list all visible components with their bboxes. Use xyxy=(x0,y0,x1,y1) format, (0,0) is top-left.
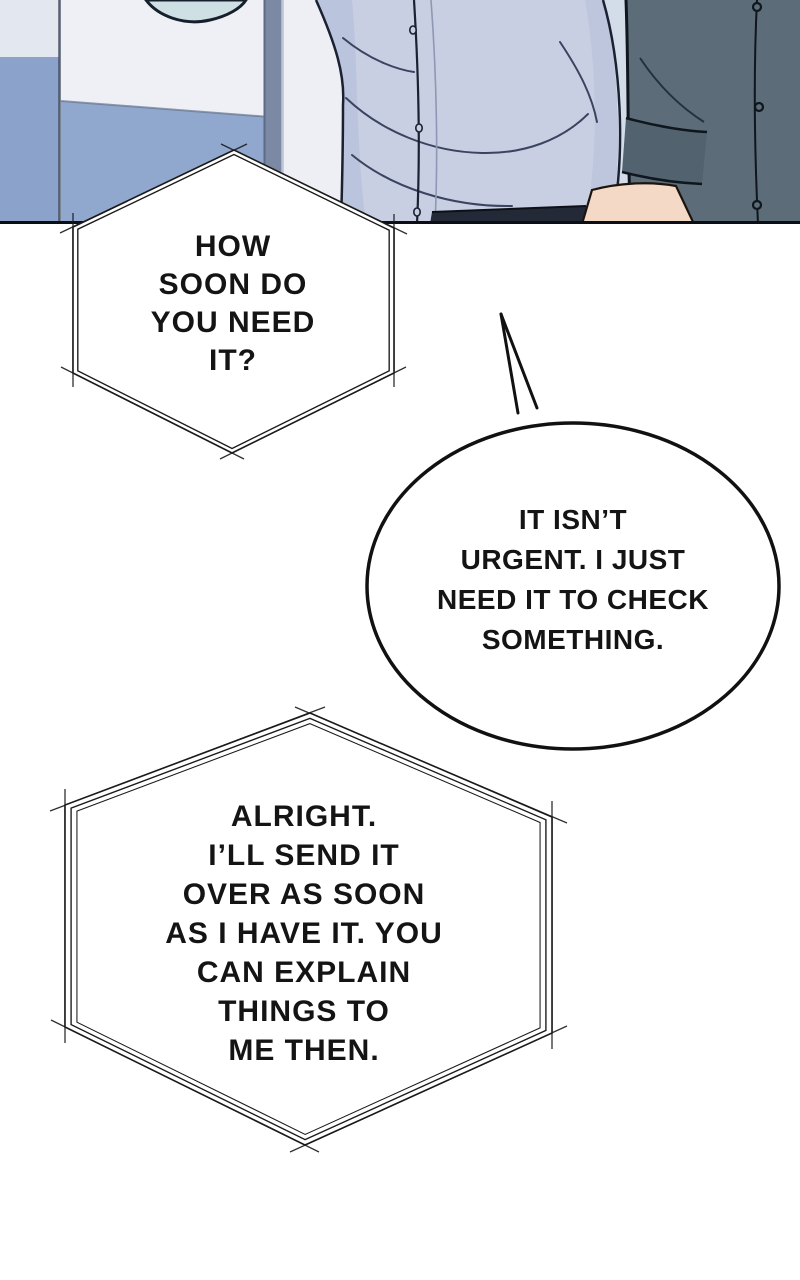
speech-line: SOMETHING. xyxy=(481,624,665,655)
rolled-sleeve-cuff xyxy=(622,118,707,184)
forearm-skin xyxy=(580,182,696,224)
speech-line: CAN EXPLAIN xyxy=(196,956,412,989)
dark-shirt-buttons xyxy=(751,1,765,211)
dark-shirt-placket xyxy=(753,0,759,224)
speech-line: IT ISN’T xyxy=(518,504,628,535)
speech-line: YOU NEED xyxy=(150,306,316,339)
speech-line: OVER AS SOON xyxy=(182,878,426,911)
speech-bubble-2 xyxy=(365,312,781,751)
shirt-buttons xyxy=(408,25,423,217)
speech-line: I’LL SEND IT xyxy=(208,839,400,872)
speech-bubble-1 xyxy=(59,143,408,460)
speech-bubble-2-text: IT ISN’T URGENT. I JUST NEED IT TO CHECK… xyxy=(403,500,743,660)
speech-line: ME THEN. xyxy=(228,1034,380,1067)
speech-line: URGENT. I JUST xyxy=(460,544,686,575)
speech-line: HOW xyxy=(194,230,272,263)
speech-bubble-3-text: ALRIGHT. I’LL SEND IT OVER AS SOON AS I … xyxy=(84,797,524,1070)
shirt-wrinkles xyxy=(342,37,598,208)
speech-line: THINGS TO xyxy=(218,995,390,1028)
speech-line: AS I HAVE IT. YOU xyxy=(165,917,443,950)
speech-line: IT? xyxy=(209,344,257,377)
speech-bubble-1-text: HOW SOON DO YOU NEED IT? xyxy=(93,228,373,380)
speech-bubble-3 xyxy=(49,706,568,1153)
illustration-panel xyxy=(0,0,800,224)
speech-line: ALRIGHT. xyxy=(230,800,378,833)
speech-line: SOON DO xyxy=(158,268,308,301)
speech-line: NEED IT TO CHECK xyxy=(437,584,709,615)
right-figure-dark-shirt xyxy=(580,0,800,224)
raised-arm xyxy=(144,0,248,24)
pants xyxy=(430,205,589,224)
bubble-tail xyxy=(499,312,539,415)
